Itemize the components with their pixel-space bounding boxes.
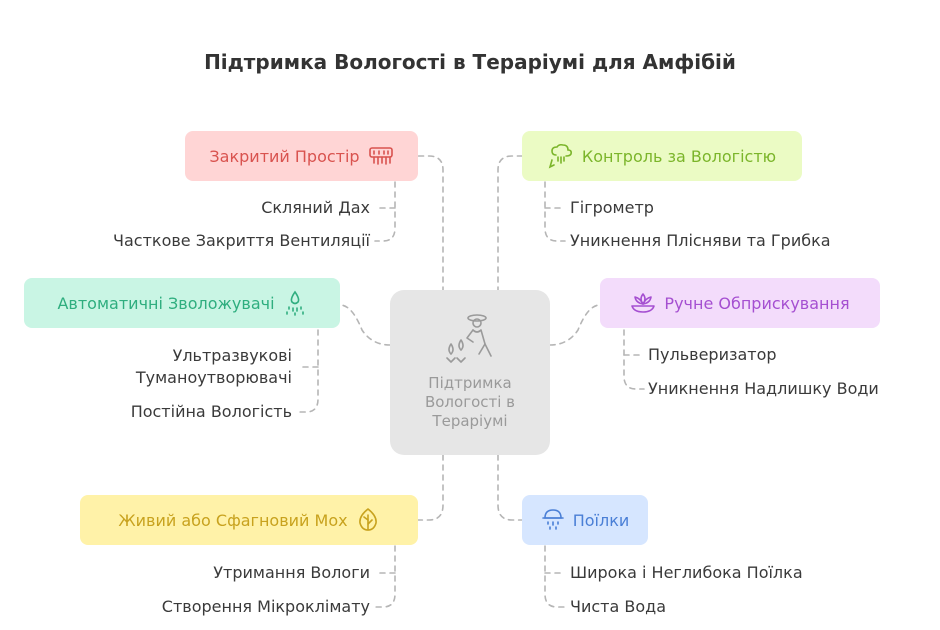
manual-item-sprayer: Пульверизатор	[648, 345, 777, 364]
enclosed-item-glass-roof: Скляний Дах	[261, 198, 370, 217]
connector-drinkers	[497, 454, 523, 521]
rain-cloud-icon	[548, 143, 572, 169]
auto-item-constant: Постійна Вологість	[130, 402, 292, 421]
manual-item-excess: Уникнення Надлишку Води	[648, 379, 879, 398]
connector-enclosed	[417, 155, 444, 293]
node-enclosed-space: Закритий Простір	[185, 131, 418, 181]
control-item-hygrometer: Гігрометр	[570, 198, 654, 217]
node-manual-label: Ручне Обприскування	[664, 293, 850, 313]
node-enclosed-label: Закритий Простір	[209, 146, 360, 166]
drinkers-item-wide: Широка і Неглибока Поїлка	[570, 563, 803, 582]
control-item-mold: Уникнення Плісняви та Грибка	[570, 231, 831, 250]
auto-item-ultrasonic: Ультразвукові Туманоутворювачі	[135, 346, 292, 387]
node-auto-label: Автоматичні Зволожувачі	[57, 293, 275, 313]
node-humidity-control: Контроль за Вологістю	[522, 131, 802, 181]
node-drinkers: Поїлки	[522, 495, 648, 545]
connector-manual	[549, 304, 601, 346]
center-label: Підтримка Вологості в Тераріумі	[424, 374, 516, 430]
moss-item-microclimate: Створення Мікроклімату	[161, 597, 370, 616]
diagram-title: Підтримка Вологості в Тераріумі для Амфі…	[204, 50, 736, 74]
connector-auto	[339, 304, 391, 346]
connector-moss	[417, 454, 444, 521]
center-node: Підтримка Вологості в Тераріумі	[390, 290, 550, 455]
sprinkler-icon	[285, 290, 304, 316]
person-watering-plants-icon	[446, 314, 492, 363]
moss-item-retention: Утримання Вологи	[213, 563, 370, 582]
lotus-bowl-icon	[631, 293, 656, 313]
node-control-label: Контроль за Вологістю	[581, 146, 777, 166]
drinkers-item-clean: Чиста Вода	[570, 597, 667, 616]
greenhouse-icon	[368, 147, 393, 165]
enclosed-item-vent: Часткове Закриття Вентиляції	[113, 231, 370, 250]
shower-head-icon	[541, 509, 564, 530]
node-manual-spraying: Ручне Обприскування	[600, 278, 880, 328]
node-drinkers-label: Поїлки	[572, 510, 630, 530]
node-auto-humidifiers: Автоматичні Зволожувачі	[24, 278, 340, 328]
connector-control	[497, 155, 523, 293]
leaf-icon	[358, 508, 377, 531]
node-moss: Живий або Сфагновий Мох	[80, 495, 418, 545]
node-moss-label: Живий або Сфагновий Мох	[118, 510, 348, 530]
